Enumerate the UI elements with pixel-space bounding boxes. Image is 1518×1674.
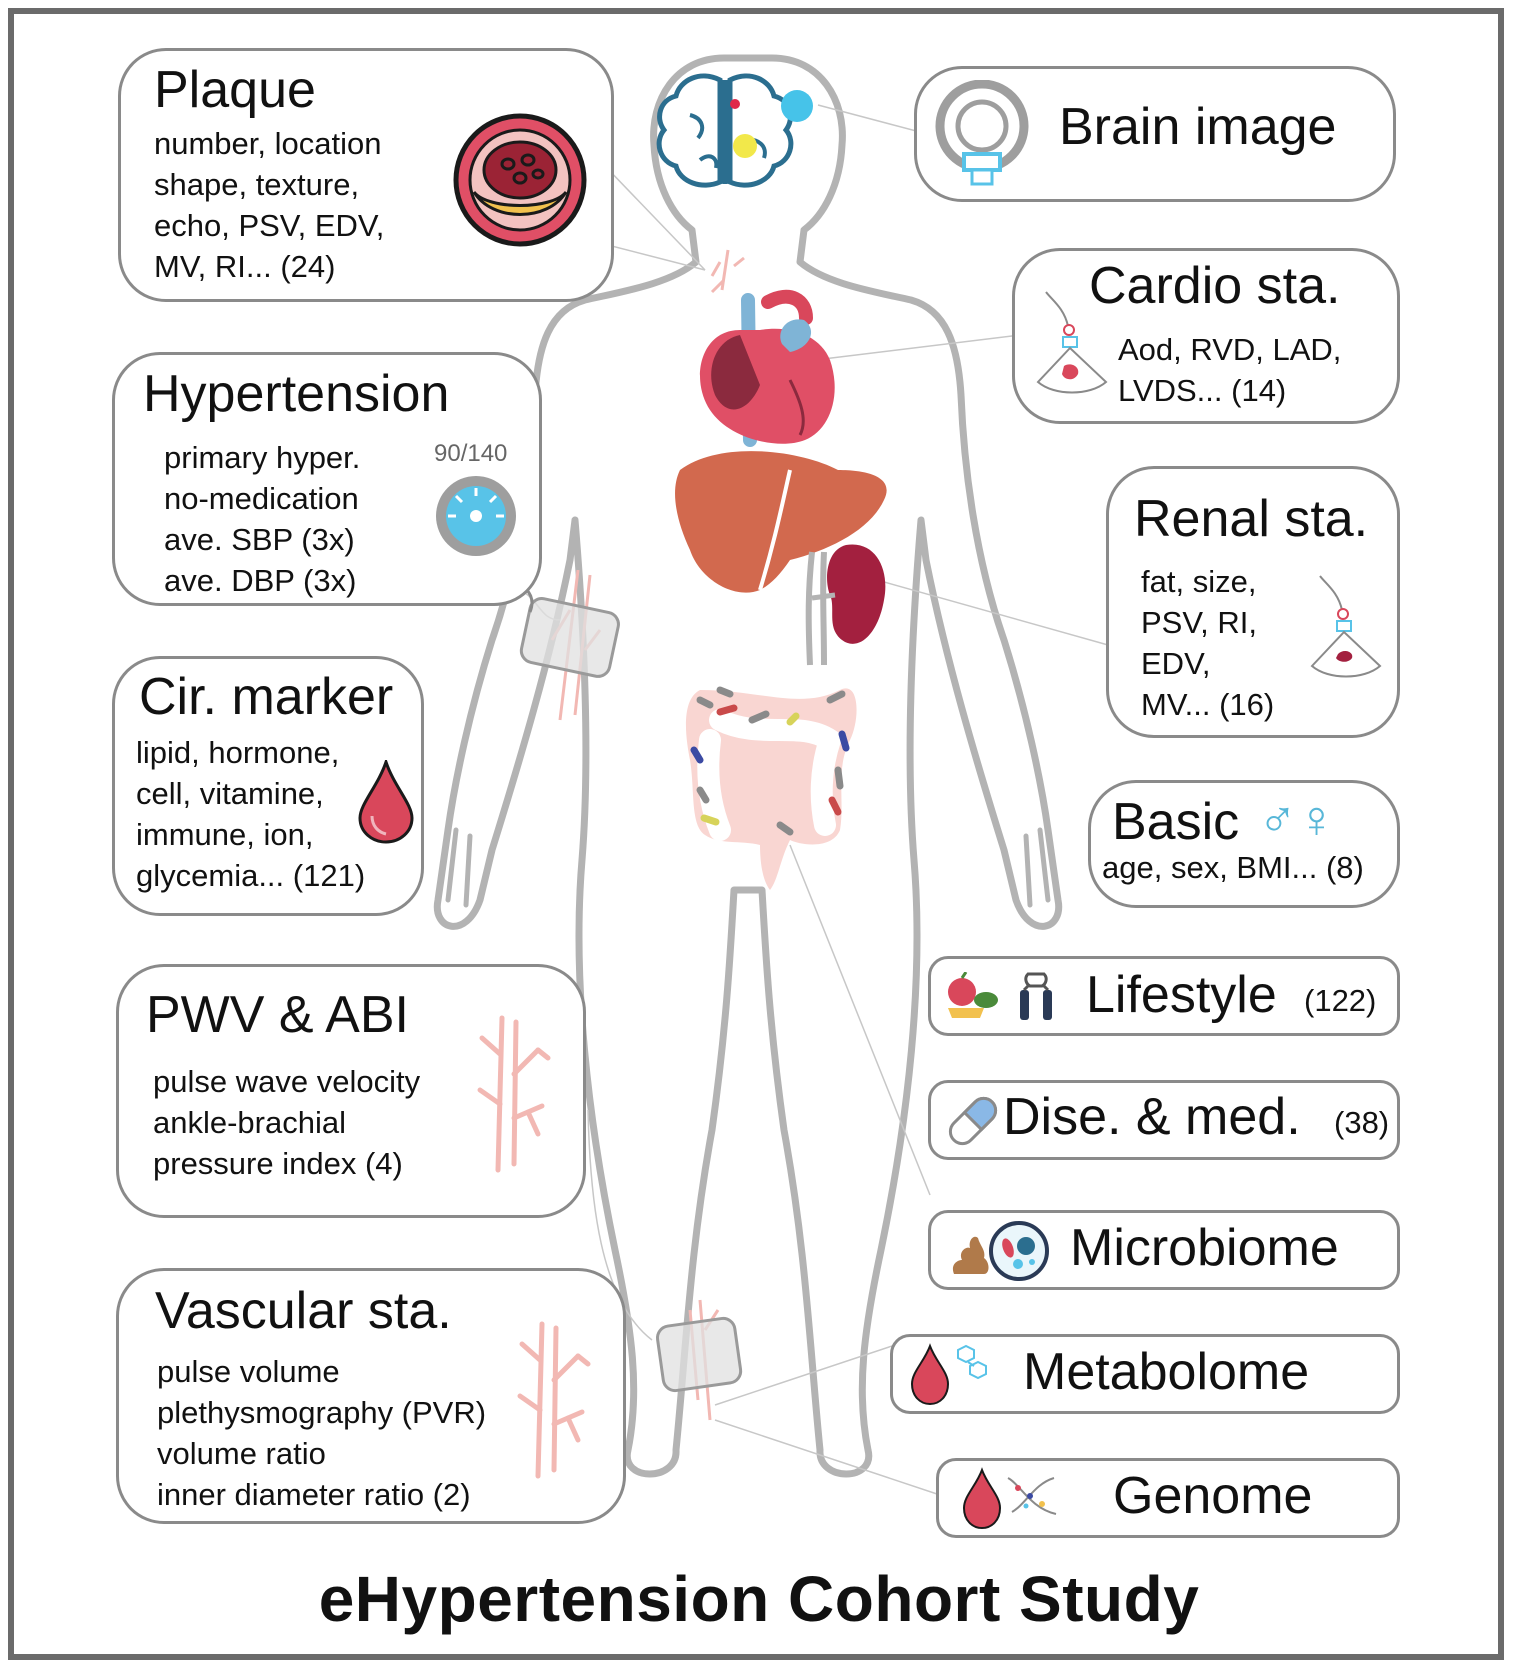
cir-marker-box xyxy=(112,656,424,916)
brain-image-title: Brain image xyxy=(1059,98,1337,156)
brain-icon xyxy=(656,73,813,188)
microbiome-title: Microbiome xyxy=(1070,1219,1339,1277)
blood-molecule-icon xyxy=(910,1343,987,1406)
disease-count: (38) xyxy=(1334,1105,1390,1140)
plaque-line-1: number, location xyxy=(154,126,382,161)
cardio-line-2: LVDS... (14) xyxy=(1118,373,1287,408)
vascular-line-4: inner diameter ratio (2) xyxy=(157,1477,471,1512)
blood-vessel-icon xyxy=(517,1321,591,1479)
cir-marker-line-3: immune, ion, xyxy=(136,817,314,852)
ultrasound-probe-icon xyxy=(1036,291,1108,394)
metabolome-title: Metabolome xyxy=(1023,1343,1310,1401)
vascular-line-1: pulse volume xyxy=(157,1354,340,1389)
plaque-line-4: MV, RI... (24) xyxy=(154,249,336,284)
lifestyle-box xyxy=(928,956,1400,1036)
genome-title: Genome xyxy=(1113,1467,1313,1525)
vascular-line-3: volume ratio xyxy=(157,1436,326,1471)
plaque-line-3: echo, PSV, EDV, xyxy=(154,208,385,243)
genome-box xyxy=(936,1458,1400,1538)
renal-line-1: fat, size, xyxy=(1141,564,1257,599)
hypertension-line-1: primary hyper. xyxy=(164,440,361,475)
pwv-abi-title: PWV & ABI xyxy=(146,986,409,1044)
figure-frame xyxy=(8,8,1504,1660)
hypertension-title: Hypertension xyxy=(143,365,450,423)
hand-gripper-icon xyxy=(1020,972,1052,1020)
blood-vessel-icon xyxy=(477,1015,551,1173)
plaque-line-2: shape, texture, xyxy=(154,167,360,202)
hypertension-line-2: no-medication xyxy=(164,481,359,516)
artery-plaque-icon xyxy=(453,113,587,247)
disease-title: Dise. & med. xyxy=(1003,1088,1301,1146)
neck-vessel-icon xyxy=(710,249,745,294)
renal-title: Renal sta. xyxy=(1134,490,1369,548)
vascular-title: Vascular sta. xyxy=(155,1282,452,1340)
cir-marker-title: Cir. marker xyxy=(139,668,394,726)
cardio-line-1: Aod, RVD, LAD, xyxy=(1118,332,1342,367)
basic-box xyxy=(1088,780,1400,908)
blood-dna-icon xyxy=(962,1467,1057,1530)
renal-line-3: EDV, xyxy=(1141,646,1211,681)
heart-icon xyxy=(700,289,835,447)
renal-box xyxy=(1106,466,1400,738)
metabolome-box xyxy=(890,1334,1400,1414)
leg-cuff xyxy=(655,1316,743,1393)
footer-title: eHypertension Cohort Study xyxy=(318,1563,1200,1635)
pwv-abi-box xyxy=(116,964,586,1218)
mri-scanner-icon xyxy=(935,80,1029,186)
blood-pressure-gauge-icon xyxy=(436,476,516,556)
connector-lines xyxy=(519,104,1109,1496)
plaque-title: Plaque xyxy=(154,61,316,119)
renal-line-4: MV... (16) xyxy=(1141,687,1275,722)
disease-box xyxy=(928,1080,1400,1160)
sex-symbols-icon: ♂♀ xyxy=(1258,791,1336,849)
basic-line: age, sex, BMI... (8) xyxy=(1102,850,1364,885)
blood-drop-icon xyxy=(358,760,414,844)
cardio-title: Cardio sta. xyxy=(1089,257,1341,315)
cir-marker-line-2: cell, vitamine, xyxy=(136,776,324,811)
pwv-abi-line-3: pressure index (4) xyxy=(153,1146,403,1181)
hypertension-line-4: ave. DBP (3x) xyxy=(164,563,357,598)
renal-line-2: PSV, RI, xyxy=(1141,605,1258,640)
liver-icon xyxy=(675,451,887,593)
pwv-abi-line-2: ankle-brachial xyxy=(153,1105,346,1140)
bp-reading: 90/140 xyxy=(434,440,508,467)
cir-marker-line-4: glycemia... (121) xyxy=(136,858,366,893)
cir-marker-line-1: lipid, hormone, xyxy=(136,735,340,770)
vascular-line-2: plethysmography (PVR) xyxy=(157,1395,487,1430)
basic-title: Basic xyxy=(1112,793,1240,851)
lifestyle-count: (122) xyxy=(1304,983,1377,1018)
bacteria-microscope-icon xyxy=(989,1221,1049,1281)
pill-capsule-icon xyxy=(948,1096,998,1146)
hypertension-line-3: ave. SBP (3x) xyxy=(164,522,355,557)
ultrasound-probe-icon xyxy=(1310,575,1382,678)
lifestyle-title: Lifestyle xyxy=(1086,966,1277,1024)
pwv-abi-line-1: pulse wave velocity xyxy=(153,1064,421,1099)
food-icon xyxy=(948,972,998,1018)
stool-icon xyxy=(952,1236,989,1274)
arm-cuff xyxy=(519,597,620,678)
intestine-icon xyxy=(685,686,857,890)
kidney-icon xyxy=(805,544,886,666)
